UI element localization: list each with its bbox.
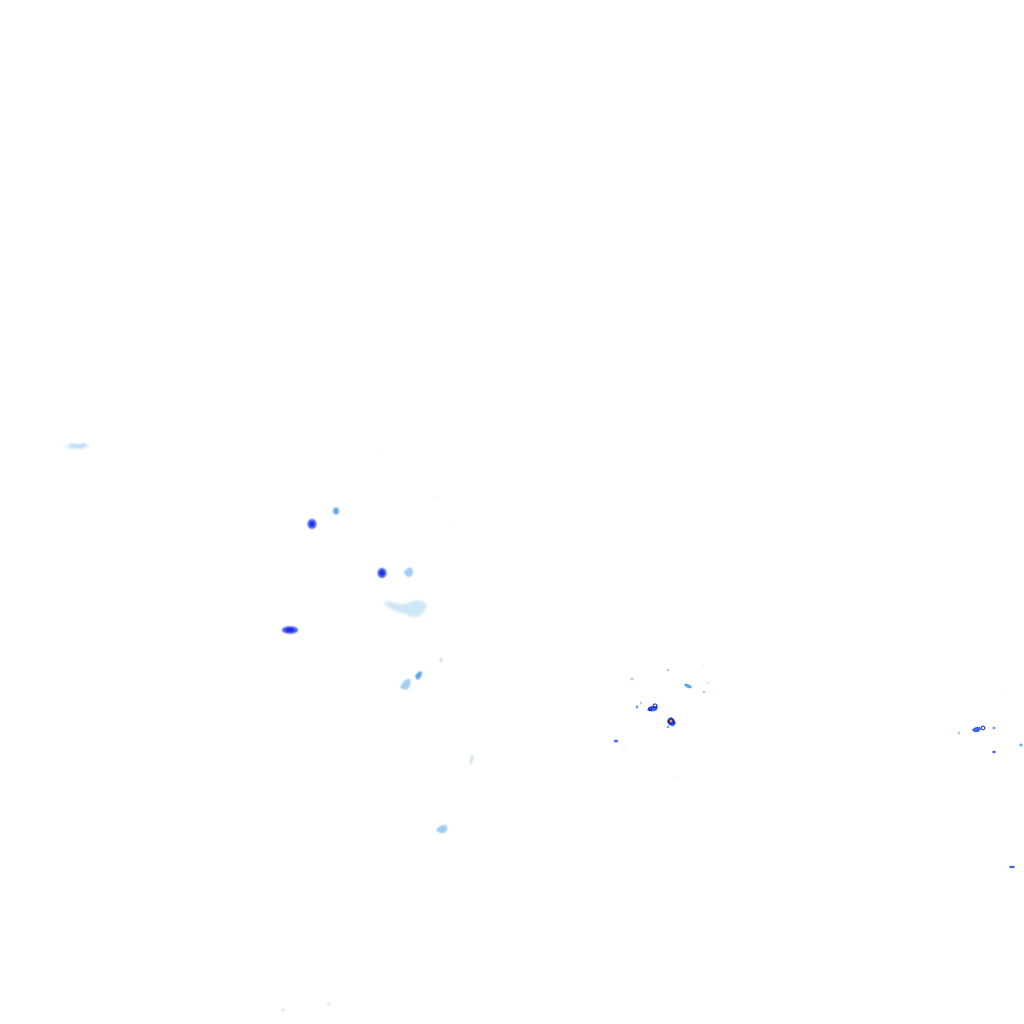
- precip-cell-west-1: [307, 519, 317, 529]
- precip-cell-southwest: [281, 1002, 331, 1012]
- precip-cell-west-8: [469, 754, 474, 765]
- precip-cell-west-4: [404, 567, 414, 577]
- precip-cell-west-arc: [62, 443, 90, 449]
- precip-cell-west-6: [282, 626, 298, 634]
- precip-cell-west-5: [384, 600, 427, 617]
- precip-cell-west-7: [400, 657, 443, 690]
- precip-specks: [377, 451, 703, 667]
- precip-cell-west-3: [377, 568, 387, 578]
- precip-cell-east: [957, 692, 1023, 869]
- precip-cell-central: [613, 668, 709, 778]
- precip-cell-west-2: [333, 507, 339, 515]
- precip-cell-west-9: [436, 824, 448, 834]
